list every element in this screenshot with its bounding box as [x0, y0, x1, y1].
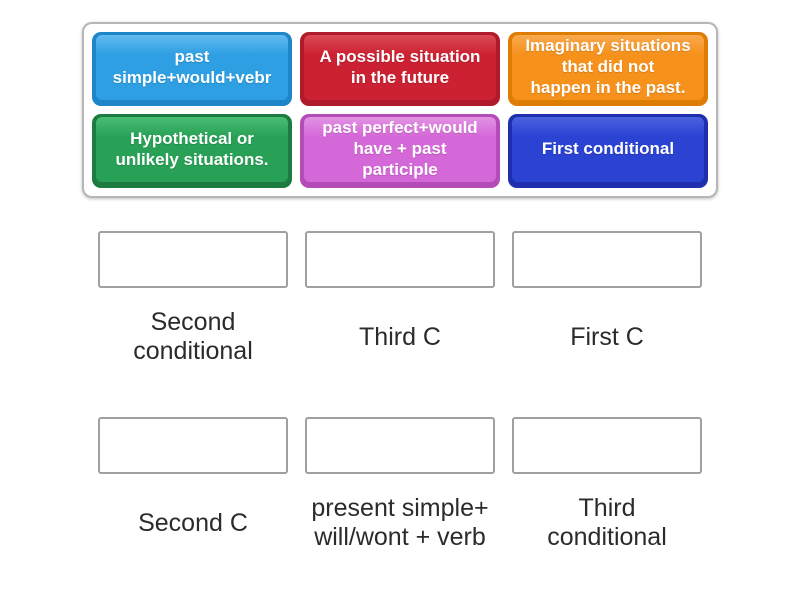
word-tray: past simple+would+vebr A possible situat… — [82, 22, 718, 198]
word-tile[interactable]: Hypothetical or unlikely situations. — [92, 114, 292, 188]
drop-zone[interactable] — [305, 417, 495, 474]
answer-label: Third C — [359, 322, 441, 351]
word-tile-label: Hypothetical or unlikely situations. — [115, 128, 269, 169]
answer-cell: present simple+ will/wont + verb — [305, 417, 495, 556]
drop-zone[interactable] — [305, 231, 495, 288]
answer-label: Second conditional — [133, 308, 253, 365]
drop-zone[interactable] — [512, 231, 702, 288]
answer-row-1: Second conditional Third C First C — [98, 231, 702, 370]
word-tile-face: past simple+would+vebr — [96, 35, 288, 100]
answer-cell: Second conditional — [98, 231, 288, 370]
answer-cell: Second C — [98, 417, 288, 556]
answer-cell: Third conditional — [512, 417, 702, 556]
word-tile-face: past perfect+would have + past participl… — [304, 117, 496, 182]
word-tile-label: A possible situation in the future — [319, 46, 481, 87]
answer-label: Second C — [138, 508, 248, 537]
answer-label: First C — [570, 322, 644, 351]
answer-label: Third conditional — [547, 494, 667, 551]
word-tile-label: past simple+would+vebr — [112, 46, 272, 87]
word-tile-face: Imaginary situations that did not happen… — [512, 35, 704, 100]
drop-zone[interactable] — [512, 417, 702, 474]
word-tile-face: First conditional — [512, 117, 704, 182]
word-tile[interactable]: Imaginary situations that did not happen… — [508, 32, 708, 106]
drop-zone[interactable] — [98, 417, 288, 474]
word-tile-label: past perfect+would have + past participl… — [322, 118, 478, 179]
word-tile-label: First conditional — [541, 139, 675, 159]
word-tile[interactable]: past perfect+would have + past participl… — [300, 114, 500, 188]
answer-row-2: Second C present simple+ will/wont + ver… — [98, 417, 702, 556]
answer-cell: First C — [512, 231, 702, 370]
word-tile[interactable]: First conditional — [508, 114, 708, 188]
drop-zone[interactable] — [98, 231, 288, 288]
answer-label: present simple+ will/wont + verb — [311, 494, 489, 551]
word-tile[interactable]: past simple+would+vebr — [92, 32, 292, 106]
word-tile[interactable]: A possible situation in the future — [300, 32, 500, 106]
answer-cell: Third C — [305, 231, 495, 370]
word-tile-face: A possible situation in the future — [304, 35, 496, 100]
word-tile-label: Imaginary situations that did not happen… — [525, 36, 691, 97]
word-tile-face: Hypothetical or unlikely situations. — [96, 117, 288, 182]
